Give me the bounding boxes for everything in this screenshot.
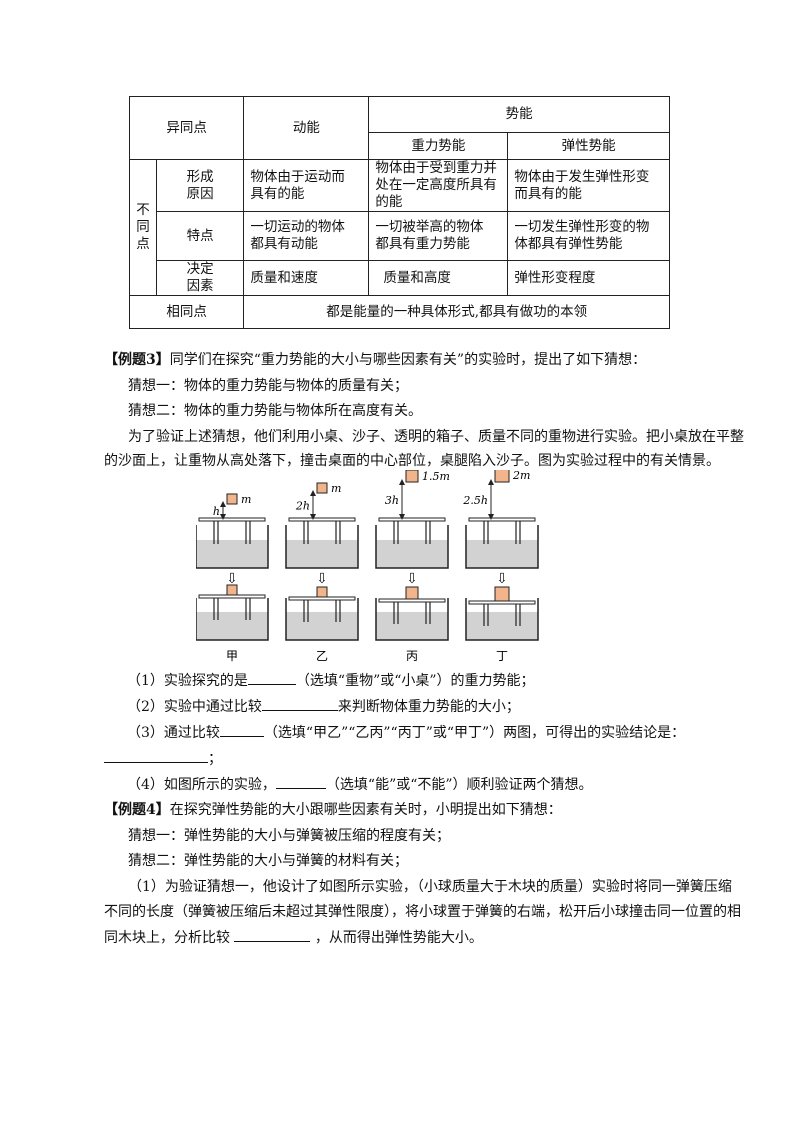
cell-elastic: 物体由于发生弹性形变 而具有的能 <box>507 159 670 212</box>
panel-caption: 甲 <box>226 649 238 663</box>
mass-label: 2m <box>512 470 530 482</box>
question3: （3）通过比较（选填“甲乙”“乙丙”“丙丁”或“甲丁”）两图，可得出的实验结论是… <box>127 722 685 743</box>
example4-paragraph-line3: 同木块上，分析比较 ，从而得出弹性势能大小。 <box>104 927 483 948</box>
panel-caption: 丁 <box>496 649 508 663</box>
cell-gravitational: 物体由于受到重力并 处在一定高度所具有 的能 <box>368 159 509 212</box>
example3-paragraph-line2: 的沙面上，让重物从高处落下，撞击桌面的中心部位，桌腿陷入沙子。图为实验过程中的有… <box>104 453 720 469</box>
experiment-panel: 2h m ⇩ 乙 <box>285 482 359 663</box>
row-label: 形成 原因 <box>155 159 245 212</box>
weight-block <box>226 584 238 596</box>
height-label: 2h <box>295 500 310 513</box>
header-elastic: 弹性势能 <box>507 132 670 160</box>
table-row: 不 同 点 形成 原因 物体由于运动而 具有的能 物体由于受到重力并 处在一定高… <box>129 159 670 296</box>
experiment-panel: 2.5h 2m ⇩ 丁 <box>462 470 539 663</box>
weight-block <box>405 470 419 483</box>
mass-label: m <box>331 482 341 495</box>
example3-intro: 【例题3】同学们在探究“重力势能的大小与哪些因素有关”的实验时，提出了如下猜想： <box>104 352 647 368</box>
question3-conclusion: ； <box>104 748 222 769</box>
cell-elastic: 弹性形变程度 <box>507 260 670 296</box>
down-arrow-icon: ⇩ <box>316 571 328 587</box>
header-gravitational: 重力势能 <box>368 132 509 160</box>
energy-comparison-table: 异同点 动能 势能 重力势能 弹性势能 不 同 点 形成 原因 物体由于运动而 … <box>128 96 670 329</box>
answer-blank-5[interactable] <box>275 774 326 789</box>
example4-tag: 【例题4】 <box>104 802 170 818</box>
example4-intro: 【例题4】在探究弹性势能的大小跟哪些因素有关时，小明提出如下猜想： <box>104 802 562 818</box>
cell-elastic: 一切发生弹性形变的物 体都具有弹性势能 <box>507 211 670 261</box>
question1: （1）实验探究的是（选填“重物”或“小桌”）的重力势能； <box>127 670 535 691</box>
panel-caption: 丙 <box>406 649 418 663</box>
experiment-panel: h m ⇩ 甲 <box>196 493 269 663</box>
weight-block <box>494 586 510 602</box>
answer-blank-1[interactable] <box>247 670 296 685</box>
row-label: 特点 <box>155 211 245 261</box>
mass-label: m <box>241 493 251 506</box>
example3-guess2: 猜想二：物体的重力势能与物体所在高度有关。 <box>128 403 422 419</box>
weight-block <box>316 482 328 494</box>
down-arrow-icon: ⇩ <box>226 571 238 587</box>
weight-block <box>494 470 510 483</box>
height-label: h <box>213 505 220 518</box>
example4-paragraph-line2: 不同的长度（弹簧被压缩后未超过其弹性限度），将小球置于弹簧的右端，松开后小球撞击… <box>104 904 741 920</box>
down-arrow-icon: ⇩ <box>496 571 508 587</box>
cell-gravitational: 一切被举高的物体 都具有重力势能 <box>368 211 509 261</box>
table-row: 特点 一切运动的物体 都具有动能 一切被举高的物体 都具有重力势能 一切发生弹性… <box>130 211 670 261</box>
cell-kinetic: 物体由于运动而 具有的能 <box>243 159 370 212</box>
same-text: 都是能量的一种具体形式,都具有做功的本领 <box>243 295 670 329</box>
experiment-panel: 3h 1.5m ⇩ 丙 <box>375 470 450 663</box>
mass-label: 1.5m <box>422 470 450 483</box>
same-label: 相同点 <box>128 295 245 329</box>
cell-gravitational: 质量和高度 <box>368 260 509 296</box>
cell-kinetic: 质量和速度 <box>243 260 370 296</box>
weight-block <box>226 493 238 505</box>
example4-guess1: 猜想一：弹性势能的大小与弹簧被压缩的程度有关； <box>128 828 450 844</box>
example3-guess1: 猜想一：物体的重力势能与物体的质量有关； <box>128 378 408 394</box>
height-label: 3h <box>385 494 399 507</box>
panel-caption: 乙 <box>316 649 328 663</box>
answer-blank-3[interactable] <box>219 722 264 737</box>
weight-block <box>405 586 419 600</box>
table-row: 决定 因素 质量和速度 质量和高度 弹性形变程度 <box>130 260 670 296</box>
example4-paragraph-line1: （1）为验证猜想一，他设计了如图所示实验，（小球质量大于木块的质量）实验时将同一… <box>128 879 732 895</box>
row-label: 决定 因素 <box>155 260 245 296</box>
example3-tag: 【例题3】 <box>104 352 170 368</box>
header-kinetic: 动能 <box>243 96 370 160</box>
height-label: 2.5h <box>462 494 488 507</box>
question2: （2）实验中通过比较来判断物体重力势能的大小； <box>127 696 520 717</box>
cell-kinetic: 一切运动的物体 都具有动能 <box>243 211 370 261</box>
answer-blank-2[interactable] <box>261 696 338 711</box>
example3-paragraph-line1: 为了验证上述猜想，他们利用小桌、沙子、透明的箱子、质量不同的重物进行实验。把小桌… <box>128 429 744 445</box>
header-potential: 势能 <box>368 96 670 133</box>
down-arrow-icon: ⇩ <box>406 571 418 587</box>
answer-blank-4[interactable] <box>104 748 208 763</box>
header-corner: 异同点 <box>128 96 245 160</box>
answer-blank-6[interactable] <box>234 927 311 942</box>
weight-block <box>316 586 328 598</box>
table-row-same: 相同点 都是能量的一种具体形式,都具有做功的本领 <box>128 295 670 329</box>
question4: （4）如图所示的实验，（选填“能”或“不能”）顺利验证两个猜想。 <box>127 774 593 795</box>
example4-guess2: 猜想二：弹性势能的大小与弹簧的材料有关； <box>128 853 408 869</box>
diff-group-label: 不 同 点 <box>129 159 157 296</box>
experiment-figure: h m ⇩ 甲 2h m ⇩ 乙 3h 1.5m ⇩ 丙 2.5h 2m ⇩ 丁 <box>196 470 539 663</box>
